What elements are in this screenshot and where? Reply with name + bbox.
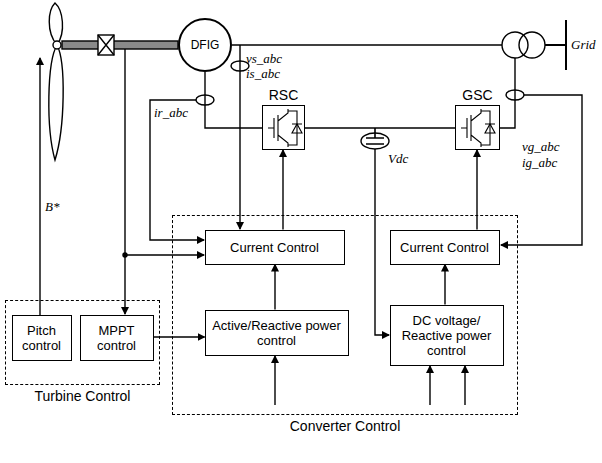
group-heading: RSC — [223, 87, 344, 103]
connector — [154, 336, 205, 337]
igbt-symbol — [268, 109, 302, 147]
signal-label: vg_abc — [522, 140, 560, 154]
control-group: Turbine ControlPitch controlMPPT control — [5, 300, 160, 385]
signal-label: ig_abc — [522, 156, 557, 170]
connector — [476, 150, 477, 230]
voltage-sensor — [361, 133, 389, 149]
box-label: DC voltage/ Reactive power control — [391, 313, 503, 358]
box-label: MPPT control — [81, 323, 153, 353]
transformer-winding — [519, 32, 545, 58]
turbine-hub — [53, 41, 61, 49]
process-box: DC voltage/ Reactive power control — [390, 305, 504, 366]
connector — [305, 127, 455, 128]
group-heading: GSC — [416, 87, 539, 103]
signal-label: B* — [45, 200, 59, 214]
converter-box: RSC — [262, 105, 305, 150]
reference-input — [464, 366, 465, 405]
sense-wire — [501, 95, 582, 245]
group-heading: Converter Control — [133, 418, 557, 434]
process-box: MPPT control — [80, 315, 154, 361]
gearbox — [98, 35, 114, 55]
pitch-command — [39, 58, 40, 315]
box-label: DFIG — [191, 38, 220, 53]
connector — [444, 265, 445, 305]
reference-input — [274, 356, 275, 405]
box-label: Active/Reactive power control — [206, 318, 348, 348]
control-group: Converter ControlCurrent ControlActive/R… — [172, 215, 518, 415]
grid-line — [545, 20, 566, 70]
signal-label: is_abc — [246, 67, 280, 81]
process-box: Active/Reactive power control — [205, 310, 349, 356]
capacitor — [366, 128, 384, 144]
transformer-winding — [502, 32, 528, 58]
box-label: Pitch control — [13, 323, 71, 353]
signal-label: Grid — [571, 38, 596, 52]
signal-label: ir_abc — [154, 106, 188, 120]
sense-wire — [239, 45, 240, 229]
speed-wire — [124, 49, 125, 314]
signal-label: vs_abc — [246, 52, 282, 66]
process-box: Current Control — [205, 230, 345, 265]
igbt-symbol — [461, 109, 495, 147]
connector — [274, 265, 275, 310]
drive-shaft — [62, 41, 178, 49]
current-sensor — [506, 90, 524, 100]
turbine-blade — [49, 3, 63, 160]
gearbox-cross — [98, 35, 114, 55]
sense-wire — [375, 149, 389, 335]
sense-wire — [150, 100, 204, 240]
generator-circle: DFIG — [178, 18, 232, 72]
box-label: Current Control — [396, 240, 493, 255]
box-label: Current Control — [226, 240, 323, 255]
signal-label: Vdc — [388, 152, 408, 166]
process-box: Current Control — [390, 230, 500, 265]
group-heading: Turbine Control — [0, 388, 199, 404]
converter-box: GSC — [455, 105, 500, 150]
reference-input — [429, 366, 430, 405]
speed-wire — [125, 254, 204, 255]
process-box: Pitch control — [12, 315, 72, 361]
stator-line — [232, 44, 502, 45]
junction-dot — [123, 253, 127, 257]
connector — [282, 150, 283, 230]
